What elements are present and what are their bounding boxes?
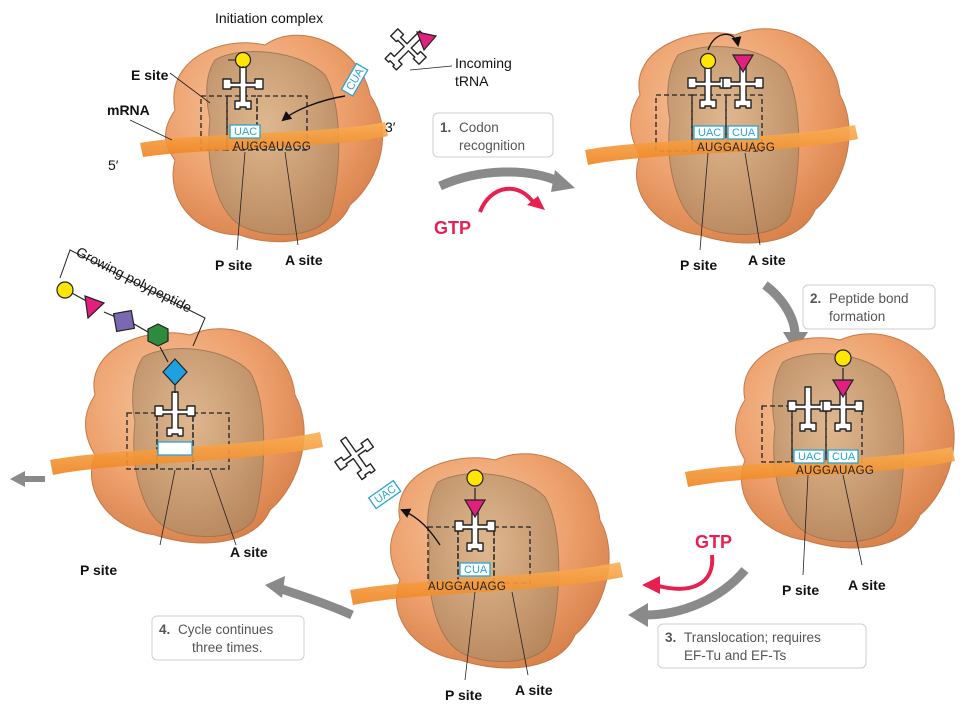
a-site-label-3: A site — [848, 577, 886, 593]
step-4-box: 4. Cycle continues three times. — [151, 615, 305, 661]
gtp-label-2: GTP — [695, 532, 732, 552]
svg-text:3.: 3. — [665, 630, 676, 645]
amino-acid-diamond — [162, 358, 188, 386]
ribosome-initiation-complex: AUGGAUAGG UAC — [140, 34, 388, 243]
amino-acid-circle — [466, 469, 484, 487]
svg-text:formation: formation — [829, 309, 885, 324]
svg-text:Cycle continues: Cycle continues — [178, 622, 274, 637]
mrna-strand — [140, 122, 388, 157]
amino-acid-circle — [834, 349, 852, 367]
step-1-box: 1. Codon recognition — [432, 112, 554, 158]
ribosome-growing-polypeptide — [50, 281, 323, 544]
amino-acid-triangle — [463, 499, 487, 519]
step-4-arrow — [276, 583, 354, 620]
svg-text:three times.: three times. — [192, 640, 263, 655]
amino-acid-triangle — [84, 295, 106, 320]
amino-acid-circle — [234, 51, 252, 69]
svg-text:CUA: CUA — [464, 564, 488, 576]
svg-text:4.: 4. — [159, 622, 170, 637]
ribosome-peptide-bond: AUGGAUAGG UAC CUA — [685, 333, 955, 549]
amino-acid-triangle — [731, 54, 755, 74]
anticodon-label: UAC — [234, 126, 257, 138]
incoming-label-2: tRNA — [455, 73, 489, 89]
a-site-label-1: A site — [285, 252, 323, 268]
amino-acid-circle — [56, 281, 74, 299]
svg-text:2.: 2. — [810, 291, 821, 306]
svg-text:EF-Tu and EF-Ts: EF-Tu and EF-Ts — [684, 648, 787, 663]
gtp-label-1: GTP — [434, 218, 471, 238]
svg-text:1.: 1. — [440, 120, 451, 135]
step-1-arrow — [438, 167, 562, 191]
amino-acid-hexagon — [147, 323, 169, 347]
step-2-arrow — [762, 281, 800, 336]
mrna-sequence: AUGGAUAGG — [697, 142, 775, 154]
mrna-sequence: AUGGAUAGG — [428, 581, 506, 593]
svg-text:Peptide bond: Peptide bond — [829, 291, 909, 306]
exiting-trna — [326, 426, 386, 488]
incoming-trna — [375, 18, 437, 80]
exiting-anticodon: UAC — [367, 479, 402, 510]
p-site-label-3: P site — [782, 582, 819, 598]
step-3-box: 3. Translocation; requires EF-Tu and EF-… — [657, 623, 867, 669]
step-3-arrow — [644, 567, 749, 620]
a-site-label-2: A site — [748, 252, 786, 268]
svg-text:recognition: recognition — [459, 138, 525, 153]
initiation-complex-label: Initiation complex — [215, 10, 323, 26]
mrna-sequence: AUGGAUAGG — [233, 141, 311, 153]
mrna-label: mRNA — [107, 102, 150, 118]
incoming-label-1: Incoming — [455, 55, 512, 71]
a-site-box — [256, 95, 308, 151]
ribosome-translocation: AUGGAUAGG CUA — [350, 453, 623, 669]
svg-text:UAC: UAC — [698, 127, 721, 139]
mrna-strand — [585, 125, 858, 165]
mrna-sequence: AUGGAUAGG — [796, 465, 874, 477]
gtp-arrow-2 — [654, 554, 715, 591]
anticodon-box — [229, 124, 261, 139]
a-site-label-4: A site — [515, 682, 553, 698]
svg-text:Translocation; requires: Translocation; requires — [684, 630, 821, 645]
e-site-label: E site — [131, 67, 169, 83]
ribosome-codon-recognition: AUGGAUAGG UAC CUA — [585, 28, 858, 244]
incoming-arrow — [281, 95, 346, 122]
p-site-label-4: P site — [445, 687, 482, 703]
step-2-box: 2. Peptide bond formation — [802, 284, 936, 330]
amino-acid-circle — [699, 52, 717, 70]
amino-acid-triangle — [416, 31, 438, 52]
svg-text:CUA: CUA — [832, 451, 856, 463]
growing-polypeptide-bracket — [59, 249, 206, 347]
p-site-label-1: P site — [215, 257, 252, 273]
gtp-arrow-1 — [478, 186, 537, 213]
svg-text:CUA: CUA — [732, 127, 756, 139]
five-prime-label: 5′ — [108, 157, 119, 173]
exit-arrow — [400, 508, 441, 546]
svg-text:Codon: Codon — [459, 120, 499, 135]
svg-text:UAC: UAC — [798, 451, 821, 463]
p-site-label-2: P site — [680, 257, 717, 273]
amino-acid-square — [112, 309, 136, 333]
mrna-strand — [685, 447, 955, 487]
mrna-strand — [350, 562, 623, 605]
p-site-label-5: P site — [80, 562, 117, 578]
transfer-arrow — [707, 33, 742, 51]
empty-codon-box — [157, 441, 193, 456]
amino-acid-triangle — [831, 379, 855, 399]
a-site-label-5: A site — [230, 544, 268, 560]
three-prime-label: 3′ — [385, 119, 396, 135]
